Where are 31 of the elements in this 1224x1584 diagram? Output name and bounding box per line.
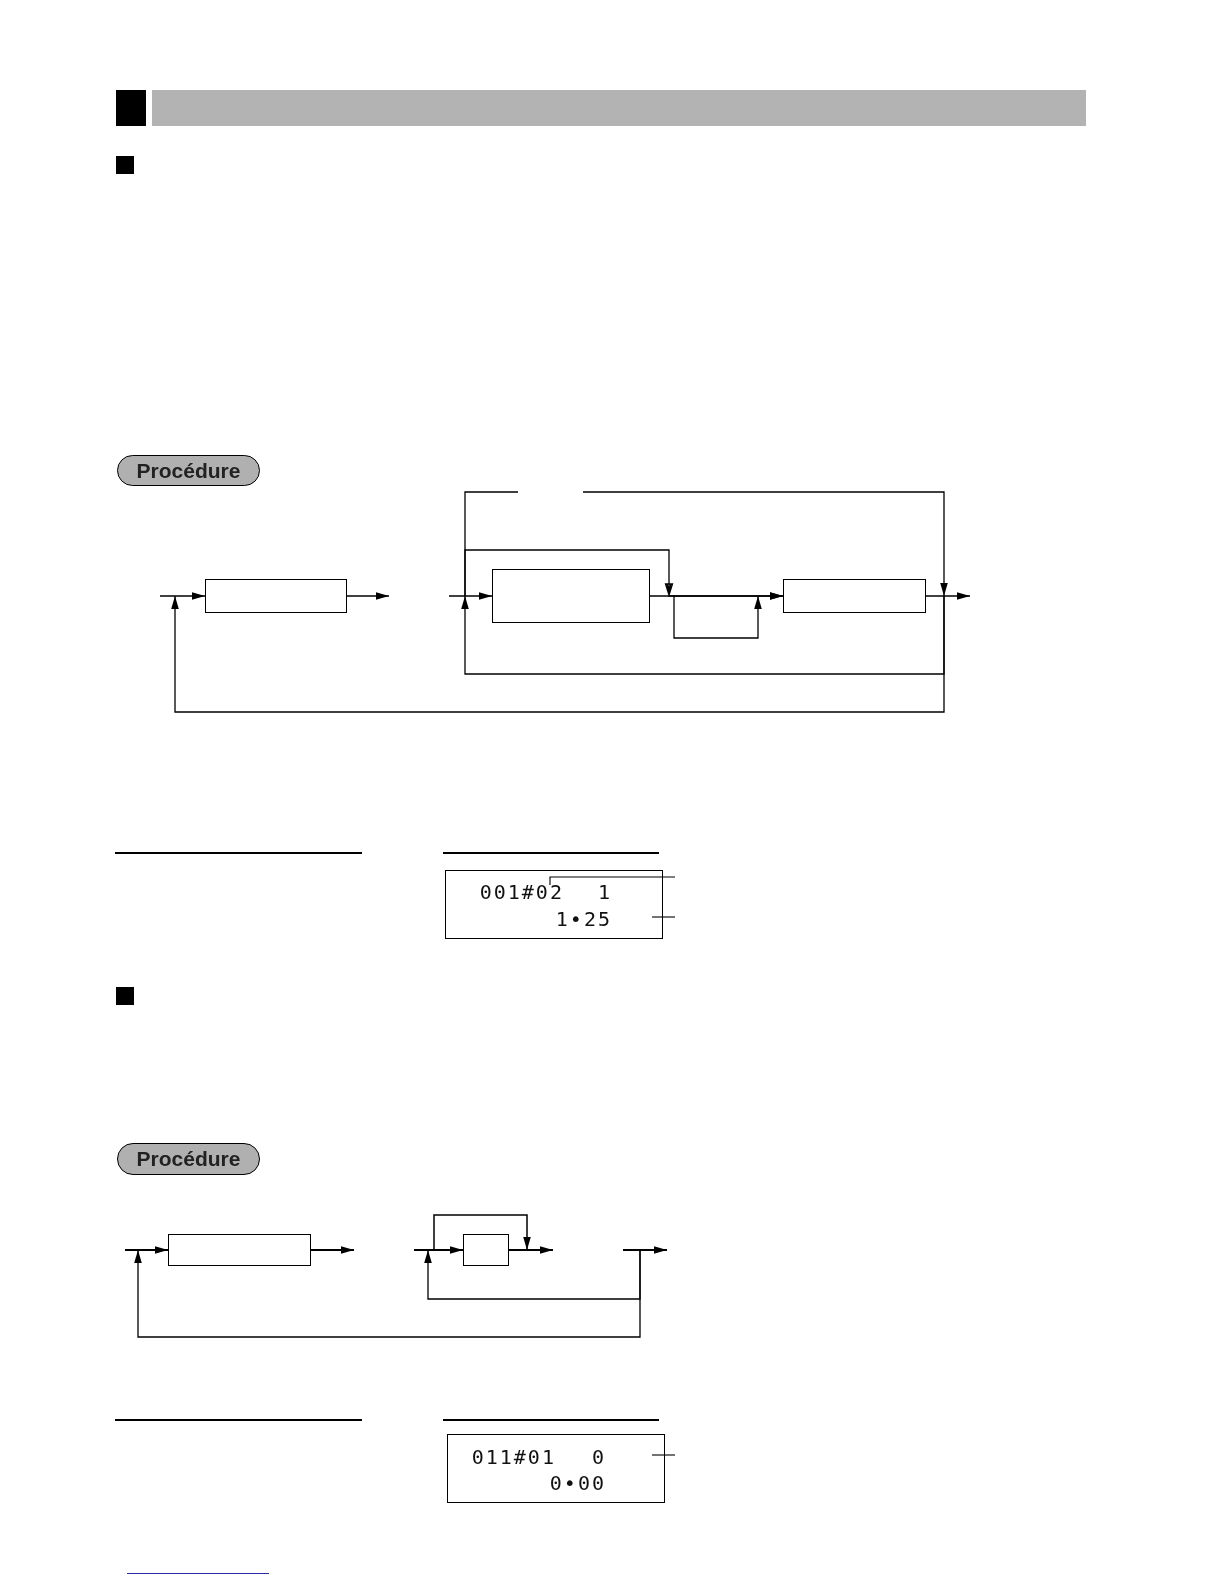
arrow xyxy=(461,595,945,675)
leader-line xyxy=(549,876,676,886)
arrow xyxy=(346,592,390,600)
leader-line xyxy=(651,1454,676,1456)
arrow xyxy=(925,592,971,600)
process-box xyxy=(783,579,926,613)
display-readout: 0•00 xyxy=(549,1472,606,1494)
arrow xyxy=(159,592,206,600)
display-readout: 011#01 0 xyxy=(471,1446,606,1468)
process-box xyxy=(492,569,650,623)
display-readout: 001#02 1 xyxy=(479,881,612,903)
section-tag: Procédure xyxy=(117,1143,260,1175)
heading-bar xyxy=(152,90,1086,126)
section-tag: Procédure xyxy=(117,455,260,486)
display-readout: 1•25 xyxy=(555,908,612,930)
arrow xyxy=(124,1246,169,1254)
arrow xyxy=(508,1246,554,1254)
arrow xyxy=(310,1246,355,1254)
display-panel xyxy=(447,1434,665,1503)
arrow xyxy=(171,595,945,713)
process-box xyxy=(168,1234,311,1266)
arrow xyxy=(448,592,493,600)
process-box xyxy=(205,579,347,613)
arrow xyxy=(413,1246,464,1254)
arrow xyxy=(673,595,762,639)
arrow xyxy=(424,1249,641,1300)
arrow xyxy=(464,549,784,600)
display-panel xyxy=(445,870,663,939)
leader-line xyxy=(651,916,676,918)
process-box xyxy=(463,1234,509,1266)
arrow xyxy=(134,1249,641,1338)
